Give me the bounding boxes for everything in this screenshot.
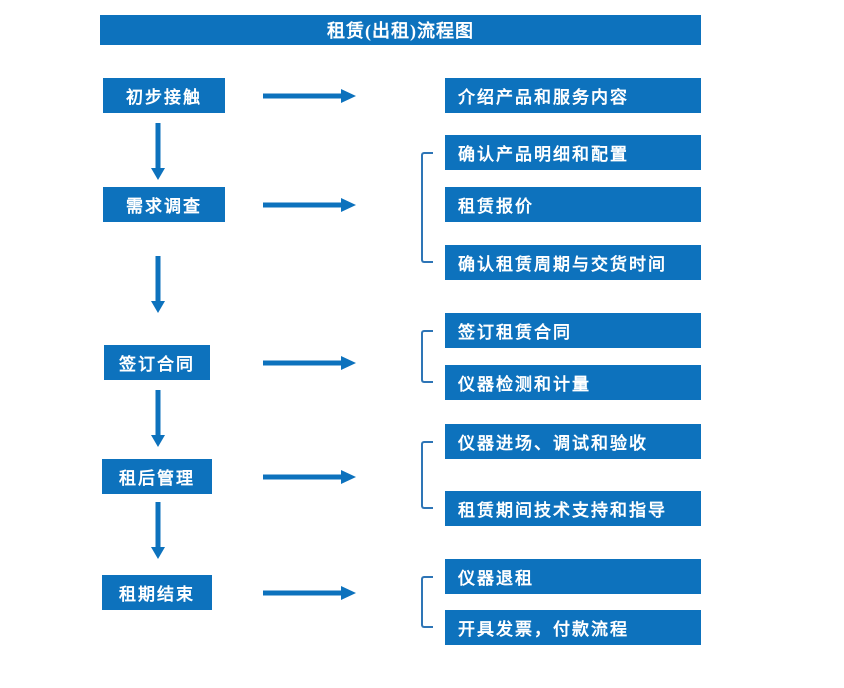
step-box-rental-end: 租期结束 <box>102 575 212 610</box>
detail-box-rental-quote: 租赁报价 <box>445 187 701 222</box>
title-bar: 租赁(出租)流程图 <box>100 15 701 45</box>
detail-box-invoice-payment: 开具发票，付款流程 <box>445 610 701 645</box>
bracket-connector <box>421 441 433 509</box>
step-box-initial-contact: 初步接触 <box>103 78 225 113</box>
arrow-down-icon <box>151 502 165 559</box>
detail-box-instrument-setup-acceptance: 仪器进场、调试和验收 <box>445 424 701 459</box>
detail-box-confirm-product-details: 确认产品明细和配置 <box>445 135 701 170</box>
page-title: 租赁(出租)流程图 <box>327 21 474 41</box>
arrow-right-icon <box>263 356 356 370</box>
bracket-connector <box>421 152 433 263</box>
detail-box-instrument-return: 仪器退租 <box>445 559 701 594</box>
arrow-down-icon <box>151 256 165 313</box>
arrow-right-icon <box>263 586 356 600</box>
bracket-connector <box>421 576 433 628</box>
step-box-demand-survey: 需求调查 <box>103 187 225 222</box>
detail-box-confirm-rental-period: 确认租赁周期与交货时间 <box>445 245 701 280</box>
arrow-right-icon <box>263 198 356 212</box>
step-box-sign-contract: 签订合同 <box>104 345 210 380</box>
arrow-down-icon <box>151 390 165 447</box>
arrow-right-icon <box>263 89 356 103</box>
detail-box-instrument-testing: 仪器检测和计量 <box>445 365 701 400</box>
arrow-right-icon <box>263 470 356 484</box>
detail-box-introduce-products: 介绍产品和服务内容 <box>445 78 701 113</box>
detail-box-sign-rental-contract: 签订租赁合同 <box>445 313 701 348</box>
detail-box-technical-support: 租赁期间技术支持和指导 <box>445 491 701 526</box>
arrow-down-icon <box>151 123 165 180</box>
step-box-post-rental-management: 租后管理 <box>102 459 212 494</box>
bracket-connector <box>421 330 433 383</box>
